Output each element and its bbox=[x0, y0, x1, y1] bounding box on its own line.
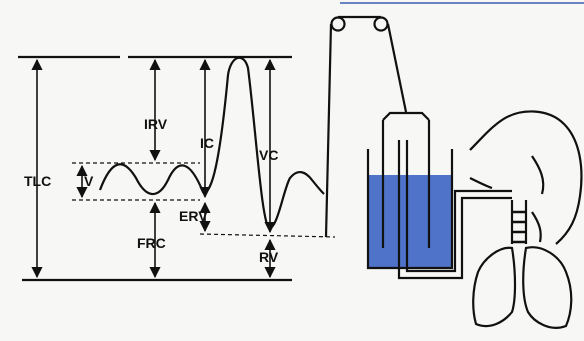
vc-label: VC bbox=[259, 147, 278, 163]
mouth-line bbox=[469, 177, 493, 190]
rv-label: RV bbox=[259, 249, 279, 265]
irv-label: IRV bbox=[144, 116, 168, 132]
rv-dashed-line bbox=[199, 233, 336, 238]
face-detail-upper bbox=[531, 155, 545, 195]
water-tank bbox=[366, 149, 454, 270]
erv-label: ERV bbox=[179, 208, 208, 224]
ic-label: IC bbox=[200, 135, 214, 151]
bell-cord bbox=[386, 23, 408, 113]
pulley-left bbox=[330, 16, 346, 32]
vt-label: V bbox=[84, 173, 94, 189]
right-lung bbox=[522, 246, 573, 329]
pulley-right bbox=[373, 16, 389, 32]
face-detail-lower bbox=[531, 211, 542, 243]
head-outline bbox=[469, 110, 583, 245]
pen-cord bbox=[324, 23, 333, 238]
left-lung bbox=[472, 246, 517, 328]
water-fill bbox=[369, 175, 451, 267]
tlc-label: TLC bbox=[24, 173, 51, 189]
breathing-tube-inner bbox=[405, 189, 512, 273]
trachea-rings bbox=[512, 210, 526, 244]
spirogram-trace bbox=[98, 56, 325, 230]
spirometer-bell bbox=[381, 111, 431, 248]
frc-label: FRC bbox=[137, 235, 166, 251]
breathing-tube-outer bbox=[397, 196, 512, 280]
